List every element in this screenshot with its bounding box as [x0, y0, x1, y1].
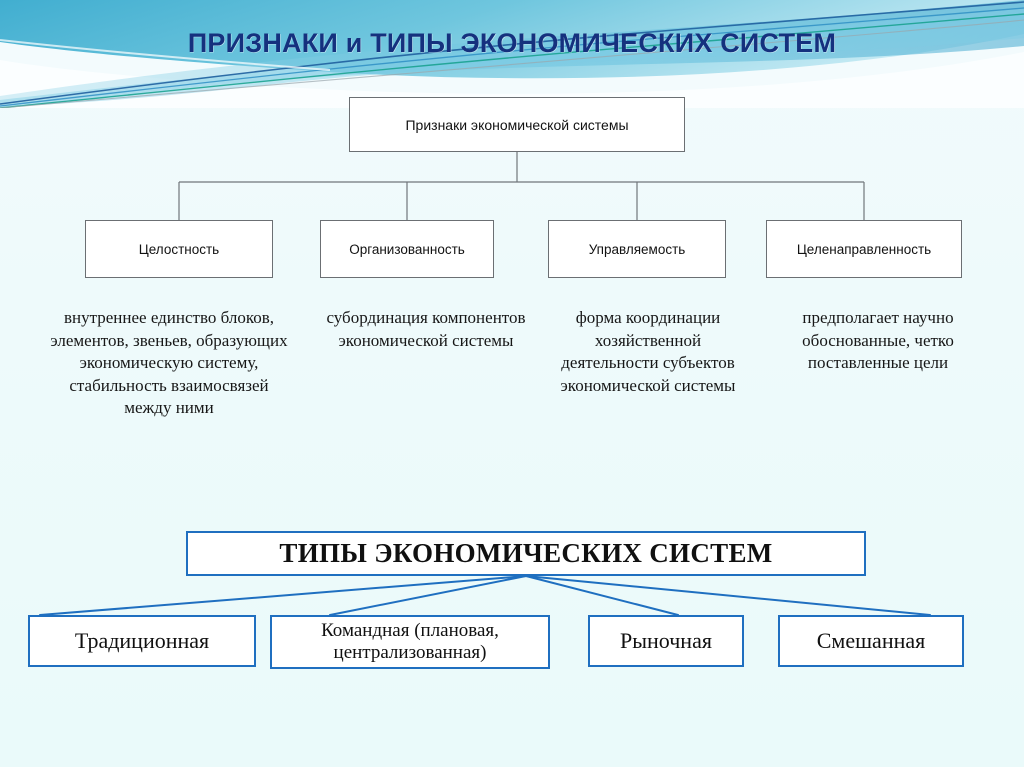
type-box-traditional[interactable]: Традиционная: [28, 615, 256, 667]
feature-box-upravlyaemost[interactable]: Управляемость: [548, 220, 726, 278]
feature-description-1: внутреннее единство блоков, элементов, з…: [50, 308, 288, 418]
type-box-command[interactable]: Командная (плановая, централизованная): [270, 615, 550, 669]
feature-box-organizovannost[interactable]: Организованность: [320, 220, 494, 278]
page-title: ПРИЗНАКИ и ТИПЫ ЭКОНОМИЧЕСКИХ СИСТЕМ: [187, 28, 837, 58]
feature-label: Целенаправленность: [796, 241, 932, 257]
feature-label: Организованность: [349, 241, 465, 257]
features-root-label: Признаки экономической системы: [405, 116, 629, 133]
type-label: Смешанная: [816, 628, 926, 653]
types-root-label: ТИПЫ ЭКОНОМИЧЕСКИХ СИСТЕМ: [279, 538, 773, 568]
feature-description-2: субординация компонентов экономической с…: [326, 308, 526, 350]
type-label: Рыночная: [620, 628, 712, 653]
feature-description-3: форма координации хозяйственной деятельн…: [560, 308, 736, 395]
feature-box-celenapravlennost[interactable]: Целенаправленность: [766, 220, 962, 278]
type-box-mixed[interactable]: Смешанная: [778, 615, 964, 667]
types-root-box[interactable]: ТИПЫ ЭКОНОМИЧЕСКИХ СИСТЕМ: [186, 531, 866, 576]
type-box-market[interactable]: Рыночная: [588, 615, 744, 667]
feature-description-4: предполагает научно обоснованные, четко …: [802, 308, 954, 373]
header-decoration: [0, 0, 1024, 108]
features-root-box[interactable]: Признаки экономической системы: [349, 97, 685, 152]
feature-box-celostnost[interactable]: Целостность: [85, 220, 273, 278]
feature-label: Управляемость: [588, 241, 686, 257]
feature-label: Целостность: [138, 241, 220, 257]
type-label: Традиционная: [74, 628, 210, 653]
type-label: Командная (плановая, централизованная): [321, 619, 499, 663]
